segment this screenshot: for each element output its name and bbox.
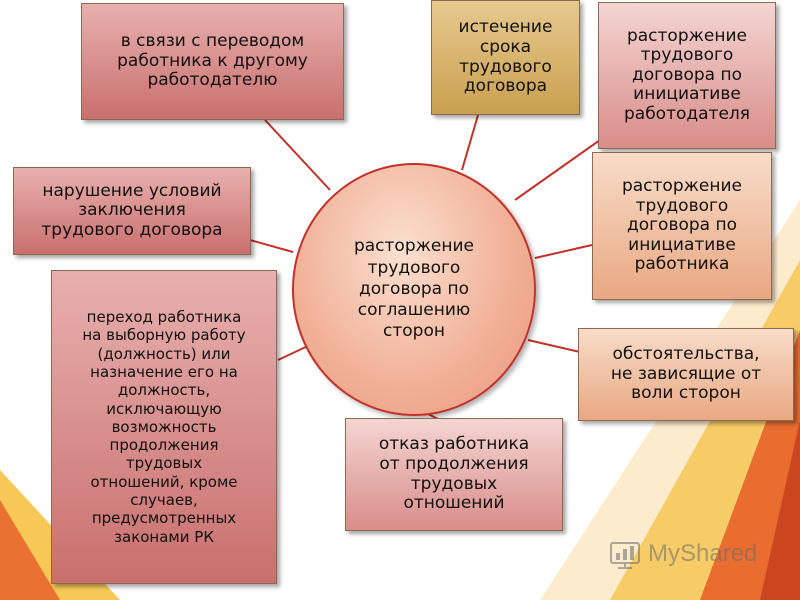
node-employer-initiative: расторжение трудового договора по инициа… [598, 2, 776, 149]
watermark: MyShared [608, 536, 757, 572]
node-circumstances: обстоятельства, не зависящие от воли сто… [578, 328, 794, 421]
node-transfer-label: в связи с переводом работника к другому … [117, 31, 308, 91]
node-employee-initiative-label: расторжение трудового договора по инициа… [621, 176, 743, 275]
node-employer-initiative-label: расторжение трудового договора по инициа… [623, 25, 751, 124]
central-ellipse: расторжение трудового договора по соглаш… [292, 163, 536, 416]
deco-orange-left [0, 500, 60, 600]
node-expiry-label: истечение срока трудового договора [458, 17, 553, 97]
connector-transfer [264, 119, 331, 191]
connector-employee [534, 244, 593, 259]
deco-red-right [760, 420, 800, 600]
node-elected-position-label: переход работника на выборную работу (до… [82, 308, 246, 546]
central-label: расторжение трудового договора по соглаш… [353, 236, 475, 342]
connector-employer [514, 139, 601, 201]
watermark-text: MyShared [648, 540, 758, 567]
connector-expiry [461, 114, 479, 171]
node-circumstances-label: обстоятельства, не зависящие от воли сто… [610, 344, 762, 404]
node-refusal-label: отказ работника от продолжения трудовых … [378, 434, 530, 514]
node-refusal: отказ работника от продолжения трудовых … [345, 418, 563, 531]
node-employee-initiative: расторжение трудового договора по инициа… [592, 152, 772, 300]
connector-circumstances [527, 339, 581, 353]
node-expiry: истечение срока трудового договора [431, 0, 580, 115]
connector-violation [249, 239, 294, 253]
node-violation-label: нарушение условий заключения трудового д… [41, 180, 223, 240]
node-elected-position: переход работника на выборную работу (до… [51, 270, 277, 584]
node-transfer: в связи с переводом работника к другому … [81, 3, 344, 120]
watermark-icon [610, 542, 640, 569]
node-violation: нарушение условий заключения трудового д… [13, 167, 251, 255]
